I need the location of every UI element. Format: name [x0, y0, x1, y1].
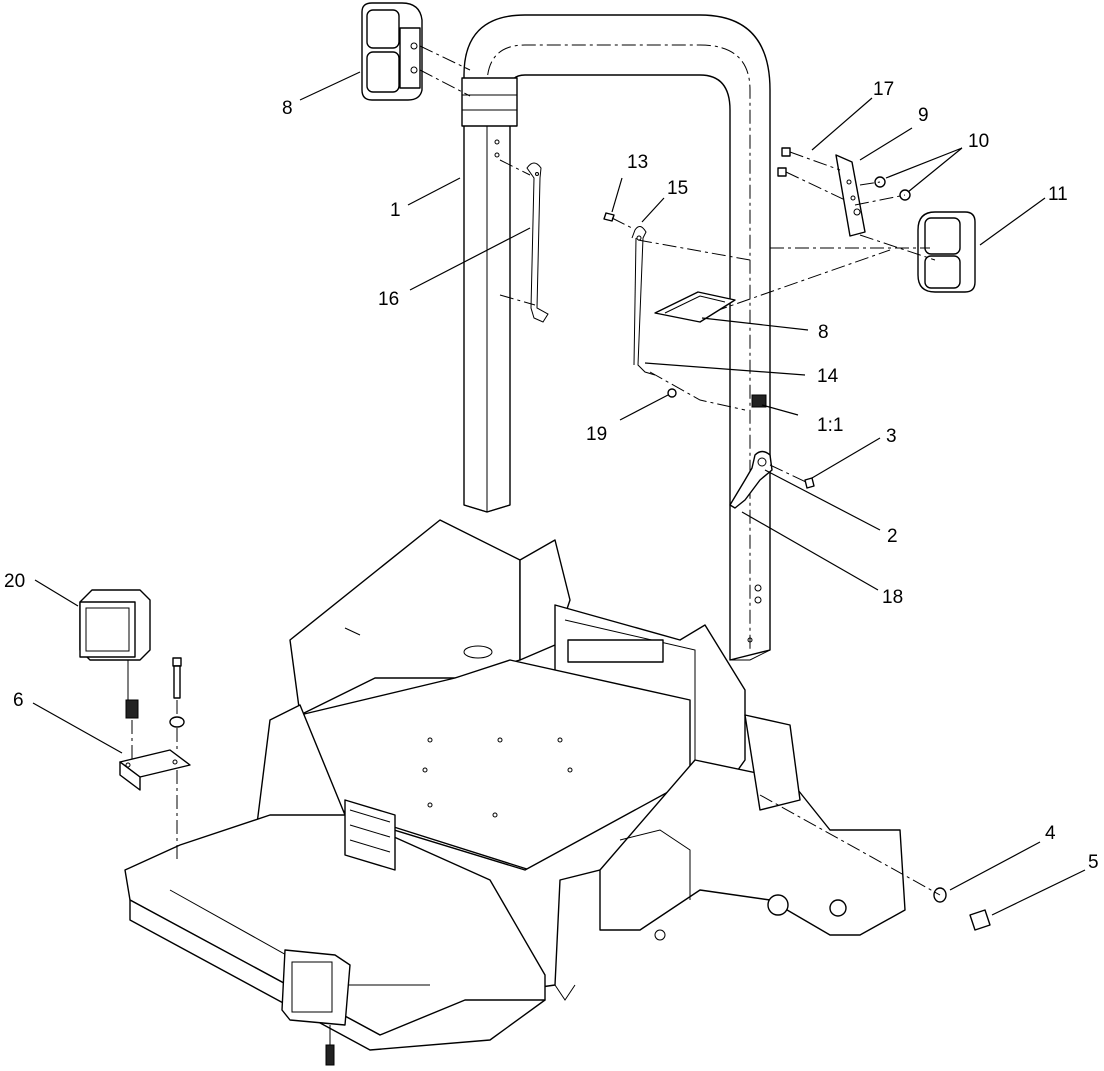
callout-6: 6 — [13, 690, 24, 711]
bolt-3 — [804, 477, 815, 489]
callout-17: 17 — [873, 79, 894, 100]
leader-lines — [32, 71, 1086, 916]
light-mounting-plate — [835, 154, 866, 237]
latch-handle — [729, 450, 773, 509]
bolt-5 — [969, 909, 991, 931]
callout-13: 13 — [627, 152, 648, 173]
mount-bolt — [169, 657, 185, 728]
callout-18: 18 — [882, 587, 903, 608]
front-light — [281, 949, 351, 1066]
light-bracket-6 — [119, 749, 191, 791]
rear-light-right — [917, 211, 976, 293]
callout-12: 11 — [1048, 184, 1068, 205]
upper-clamp-bracket — [461, 77, 518, 127]
callout-4: 4 — [1045, 823, 1056, 844]
callout-labels: 8 1 16 13 15 17 9 10 11 8 14 1:1 19 3 2 … — [4, 79, 1099, 873]
callout-2: 2 — [887, 526, 898, 547]
callout-9: 8 — [282, 98, 293, 119]
callout-20: 20 — [4, 571, 25, 592]
decal — [751, 394, 767, 408]
callout-1: 1 — [390, 200, 401, 221]
callout-11: 10 — [968, 131, 989, 152]
manual-tube-holder — [654, 291, 736, 323]
screw-17 — [777, 147, 791, 177]
operator-platform-frame — [124, 519, 906, 1051]
callout-1-1: 1:1 — [817, 415, 843, 436]
nut-19 — [667, 388, 677, 398]
callout-5: 5 — [1088, 852, 1099, 873]
callout-14: 14 — [817, 366, 839, 387]
work-light-20 — [79, 589, 151, 719]
hold-down-rod — [631, 226, 656, 376]
callout-3: 3 — [886, 426, 897, 447]
callout-16: 16 — [378, 289, 399, 310]
callout-15: 15 — [667, 178, 688, 199]
rear-light-left — [361, 2, 423, 101]
callout-19: 19 — [586, 424, 607, 445]
callout-8: 8 — [818, 322, 829, 343]
callout-10: 9 — [918, 105, 929, 126]
rod-16 — [526, 162, 549, 323]
screw-13 — [603, 212, 615, 222]
nut-11 — [874, 176, 911, 201]
